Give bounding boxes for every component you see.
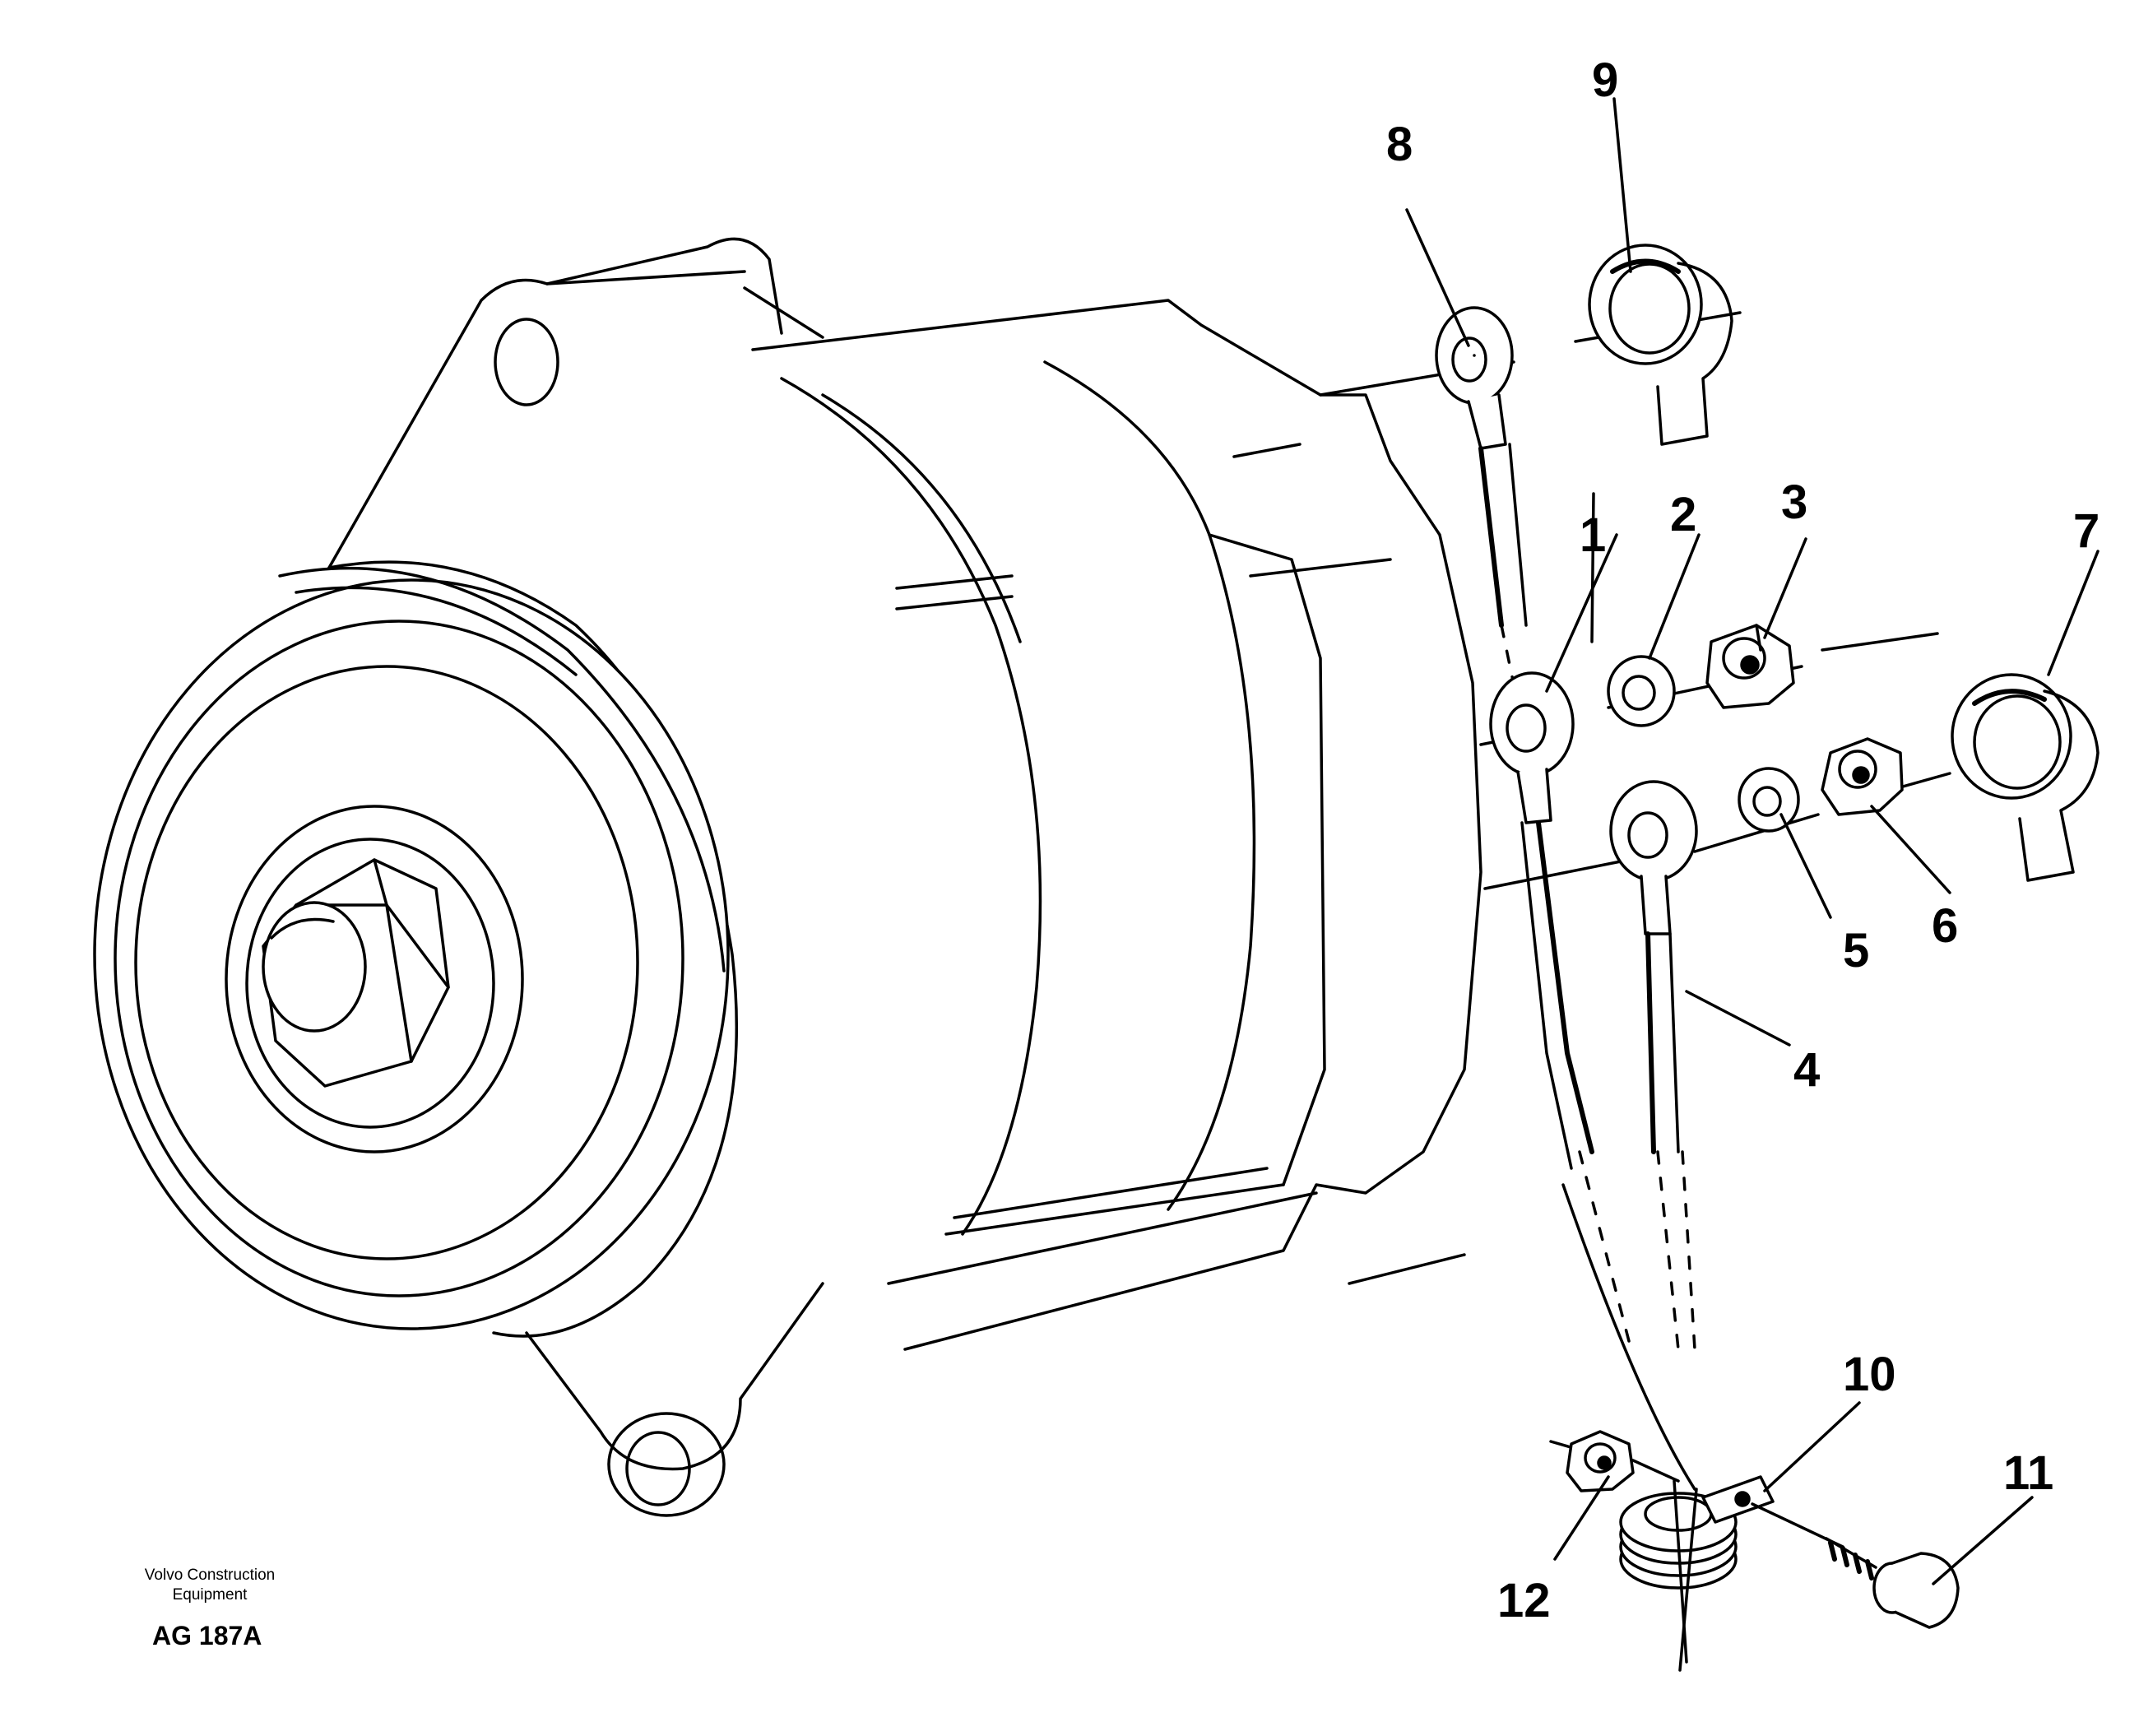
callout-6: 6	[1932, 899, 1958, 953]
company-line-2: Equipment	[172, 1586, 248, 1604]
callout-1: 1	[1580, 508, 1606, 562]
nut-3	[1705, 624, 1795, 709]
callout-11: 11	[2003, 1446, 2053, 1500]
leader-lines	[1405, 97, 2100, 1585]
callout-5: 5	[1843, 924, 1869, 977]
callout-10: 10	[1843, 1348, 1896, 1401]
clamp-10	[1619, 1475, 1775, 1672]
cable-lug-1	[1489, 671, 1696, 1491]
callout-8: 8	[1386, 118, 1413, 171]
callout-7: 7	[2073, 504, 2100, 558]
callout-4: 4	[1793, 1043, 1820, 1097]
cable-lug-4	[1609, 780, 1698, 1351]
terminal-boot-7	[1951, 673, 2100, 882]
callout-9: 9	[1592, 53, 1618, 107]
callout-labels: 1 2 3 4 5 6 7 8 9 10 11 12	[1386, 53, 2100, 1627]
washer-2	[1607, 655, 1676, 727]
callout-12: 12	[1497, 1574, 1551, 1627]
company-line-1: Volvo Construction	[144, 1567, 276, 1584]
figure-reference: AG 187A	[152, 1621, 262, 1650]
screw-11	[1751, 1502, 1960, 1629]
terminal-boot-9	[1588, 244, 1733, 446]
callout-3: 3	[1781, 476, 1807, 529]
nut-12	[1549, 1430, 1680, 1492]
pulley-nut	[262, 858, 450, 1088]
company-credit: Volvo Construction Equipment	[111, 1566, 309, 1605]
cable-lug-8	[1435, 306, 1528, 726]
washer-5	[1738, 767, 1800, 833]
nut-6	[1821, 737, 1904, 816]
callout-2: 2	[1670, 488, 1696, 541]
